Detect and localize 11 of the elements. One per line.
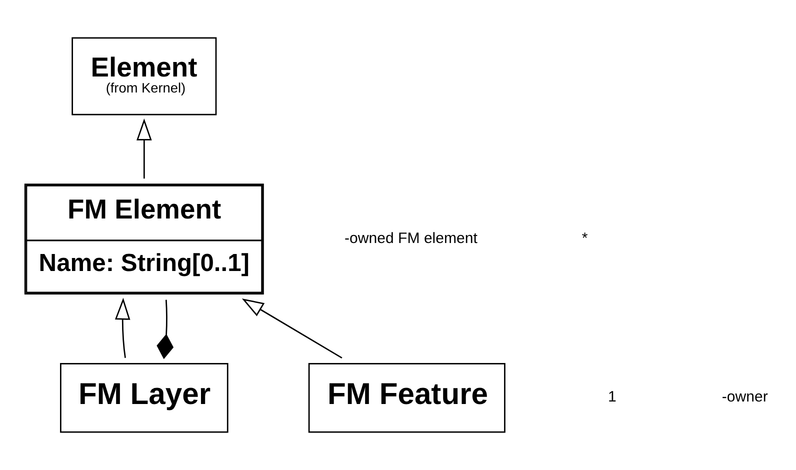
- arrow: [136, 118, 152, 179]
- arrow: [114, 298, 130, 358]
- node-box: FM Feature: [308, 362, 506, 433]
- arrow: [242, 298, 342, 358]
- label: -owner: [722, 388, 768, 406]
- connector: [156, 300, 174, 360]
- label: -owned FM element: [344, 230, 478, 247]
- label: 1: [608, 388, 616, 406]
- node-box: FM Layer: [60, 362, 228, 433]
- label: *: [582, 230, 588, 247]
- node-box: Element (from Kernel): [72, 37, 217, 116]
